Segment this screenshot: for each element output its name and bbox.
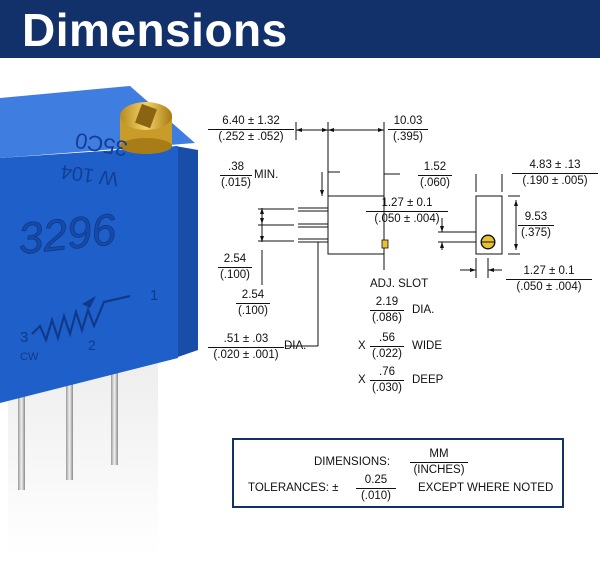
product-photo: 3296 35C0 W 104 1 2 3 CW xyxy=(0,58,200,556)
dim-pin-dia-note: DIA. xyxy=(284,340,307,352)
legend-tolerances-label: TOLERANCES: ± xyxy=(248,482,339,494)
adj-slot-deep: .76 (.030) xyxy=(370,366,404,394)
adj-slot-wide: .56 (.022) xyxy=(370,332,404,360)
front-view-body xyxy=(327,195,385,255)
dim-slot-offset: 1.27 ± 0.1 (.050 ± .004) xyxy=(366,197,448,226)
dim-pin-pitch-2: 2.54 (.100) xyxy=(236,289,270,317)
dim-side-offset: 1.27 ± 0.1 (.050 ± .004) xyxy=(506,265,592,294)
dim-overall: 10.03 (.395) xyxy=(388,115,428,144)
legend-tolerance-value: 0.25 (.010) xyxy=(356,474,396,503)
dim-standoff: .38 (.015) xyxy=(220,161,252,189)
dim-pin-dia: .51 ± .03 (.020 ± .001) xyxy=(208,333,284,362)
dim-width: 4.83 ± .13 (.190 ± .005) xyxy=(512,159,598,188)
pin1-marking: 1 xyxy=(150,287,158,304)
page-title: Dimensions xyxy=(22,4,288,56)
adj-slot-wide-prefix: X xyxy=(358,340,366,352)
dim-body-length: 6.40 ± 1.32 (.252 ± .052) xyxy=(208,115,294,144)
dimension-drawing: 6.40 ± 1.32 (.252 ± .052) 10.03 (.395) .… xyxy=(190,100,600,520)
pin-2 xyxy=(66,380,73,480)
legend-box: DIMENSIONS: MM (INCHES) TOLERANCES: ± 0.… xyxy=(232,438,564,508)
legend-units: MM (INCHES) xyxy=(410,448,468,477)
dim-adj-offset: 1.52 (.060) xyxy=(418,161,452,189)
trimmer-illustration: 3296 35C0 W 104 1 2 3 CW xyxy=(0,86,198,556)
resistor-symbol xyxy=(31,294,131,344)
adj-slot-dia: 2.19 (.086) xyxy=(370,296,404,324)
dim-pin-pitch-1: 2.54 (.100) xyxy=(218,253,252,281)
legend-except-note: EXCEPT WHERE NOTED xyxy=(418,482,554,494)
part-number-marking: 3296 xyxy=(16,205,119,264)
dim-standoff-note: MIN. xyxy=(254,169,279,181)
cw-marking: CW xyxy=(20,351,39,363)
adj-slot-deep-prefix: X xyxy=(358,374,366,386)
pin-1 xyxy=(18,388,25,490)
adj-slot-deep-note: DEEP xyxy=(412,374,444,386)
side-view-body xyxy=(475,195,503,255)
adj-slot-dia-note: DIA. xyxy=(412,304,435,316)
dim-height: 9.53 (.375) xyxy=(518,211,554,240)
title-banner: Dimensions xyxy=(0,0,600,58)
adj-slot-marker xyxy=(381,239,389,249)
adj-slot-wide-note: WIDE xyxy=(412,340,443,352)
drawing-lines xyxy=(258,122,520,347)
pin-3 xyxy=(111,370,118,465)
pin2-marking: 2 xyxy=(88,337,96,353)
pin3-marking: 3 xyxy=(20,329,28,346)
legend-dimensions-label: DIMENSIONS: xyxy=(314,456,391,468)
adj-slot-title: ADJ. SLOT xyxy=(370,278,429,290)
